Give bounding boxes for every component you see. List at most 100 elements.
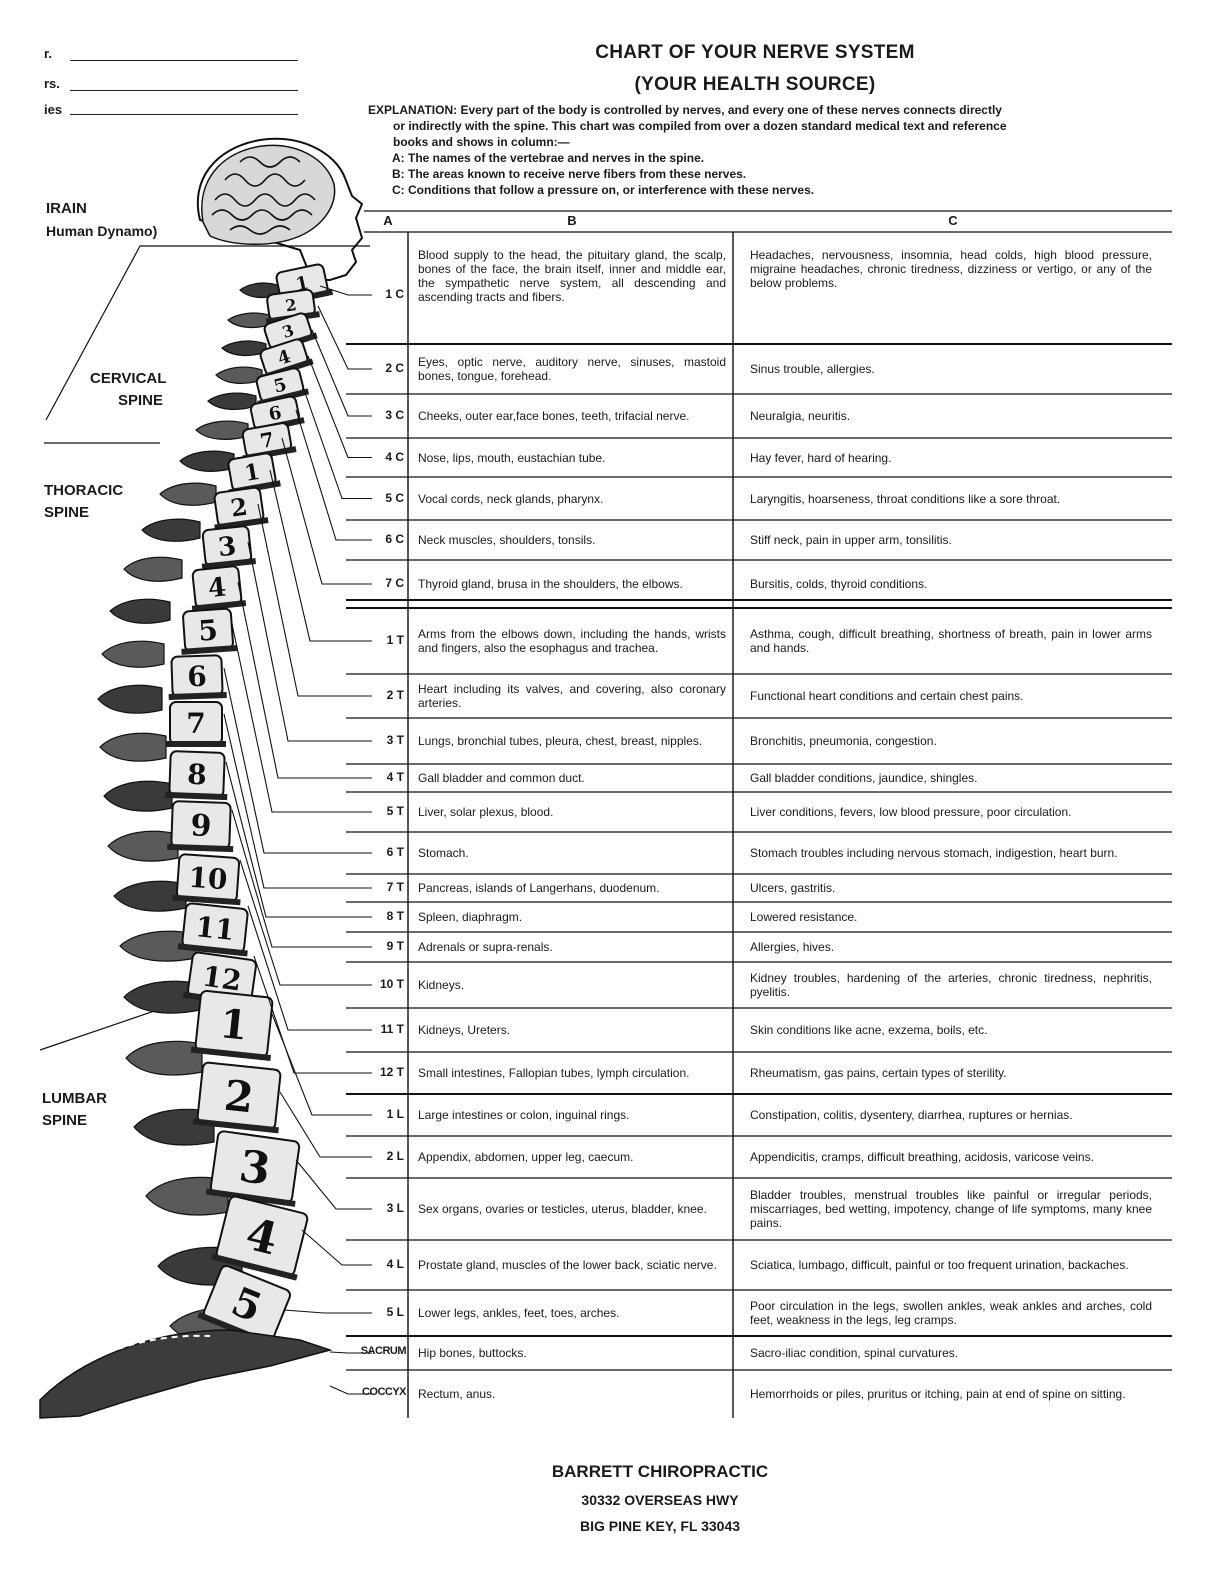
spinous-process xyxy=(207,392,257,411)
spinous-process xyxy=(141,518,201,542)
nerve-leader-line xyxy=(329,1351,372,1354)
vertebra-number: 7 xyxy=(186,707,205,740)
form-label-2: rs. xyxy=(44,76,60,91)
vertebra-disc xyxy=(165,791,228,801)
row-vertebra-7: 7 C xyxy=(385,576,404,590)
row-conditions-22: Bladder troubles, menstrual troubles lik… xyxy=(750,1188,1152,1230)
vertebra-disc xyxy=(167,843,234,853)
spinous-process xyxy=(103,780,173,812)
vertebra-number: 6 xyxy=(267,402,284,425)
row-conditions-16: Allergies, hives. xyxy=(750,940,835,954)
row-vertebra-1: 1 C xyxy=(385,287,404,301)
row-vertebra-18: 11 T xyxy=(380,1022,404,1036)
vertebra-disc xyxy=(190,1046,271,1062)
vertebra-number: 5 xyxy=(197,613,219,647)
vertebra-disc xyxy=(205,1188,296,1207)
nerve-leader-line xyxy=(317,305,372,370)
row-areas-26: Rectum, anus. xyxy=(418,1387,496,1401)
spinous-process xyxy=(109,598,171,624)
lumbar-spine-label: LUMBAR SPINE xyxy=(42,1090,107,1129)
row-vertebra-5: 5 C xyxy=(385,490,404,505)
spinous-process xyxy=(99,732,167,762)
vertebra-l1: 1 xyxy=(190,989,274,1062)
form-line-2[interactable] xyxy=(70,90,298,91)
row-areas-20: Large intestines or colon, inguinal ring… xyxy=(418,1108,630,1122)
row-conditions-3: Neuralgia, neuritis. xyxy=(750,409,851,423)
row-vertebra-2: 2 C xyxy=(385,361,404,375)
row-vertebra-3: 3 C xyxy=(385,408,404,422)
row-areas-9: Heart including its valves, and covering… xyxy=(418,682,726,710)
row-conditions-1: Headaches, nervousness, insomnia, head c… xyxy=(750,248,1152,290)
row-areas-11: Gall bladder and common duct. xyxy=(418,771,585,785)
row-vertebra-12: 5 T xyxy=(386,804,404,818)
row-vertebra-24: 5 L xyxy=(386,1305,404,1319)
row-areas-14: Pancreas, islands of Langerhans, duodenu… xyxy=(418,881,660,895)
form-line-1[interactable] xyxy=(70,60,298,61)
row-conditions-14: Ulcers, gastritis. xyxy=(750,881,836,895)
row-areas-16: Adrenals or supra-renals. xyxy=(418,940,553,954)
row-vertebra-26: COCCYX xyxy=(361,1386,407,1398)
spinous-process xyxy=(123,980,201,1014)
row-areas-21: Appendix, abdomen, upper leg, caecum. xyxy=(418,1150,634,1164)
page-subtitle: (YOUR HEALTH SOURCE) xyxy=(634,74,876,95)
row-conditions-12: Liver conditions, fevers, low blood pres… xyxy=(750,805,1072,819)
row-conditions-11: Gall bladder conditions, jaundice, shing… xyxy=(750,771,978,785)
row-areas-7: Thyroid gland, brusa in the shoulders, t… xyxy=(418,577,683,591)
brain-label: IRAIN Human Dynamo) xyxy=(46,200,158,239)
row-areas-5: Vocal cords, neck glands, pharynx. xyxy=(418,491,604,506)
row-vertebra-19: 12 T xyxy=(379,1065,404,1079)
nerve-leader-line xyxy=(225,761,372,918)
nerve-leader-line xyxy=(301,383,372,500)
vertebra-number: 3 xyxy=(236,1141,273,1196)
vertebra-number: 2 xyxy=(284,295,298,315)
vertebra-l2: 2 xyxy=(192,1061,282,1134)
row-vertebra-21: 2 L xyxy=(386,1149,404,1163)
form-line-3[interactable] xyxy=(70,114,298,115)
vertebra-t4: 4 xyxy=(191,565,247,612)
explanation-line-3: books and shows in column:— xyxy=(393,135,570,149)
vertebra-t7: 7 xyxy=(166,701,226,747)
nerve-leader-line xyxy=(281,437,372,585)
row-vertebra-23: 4 L xyxy=(386,1257,404,1271)
vertebra-number: 11 xyxy=(194,910,236,947)
row-vertebra-15: 8 T xyxy=(386,909,404,923)
explanation-line-2: or indirectly with the spine. This chart… xyxy=(393,119,1007,133)
vertebra-t5: 5 xyxy=(181,607,238,655)
row-areas-10: Lungs, bronchial tubes, pleura, chest, b… xyxy=(418,734,703,748)
row-conditions-13: Stomach troubles including nervous stoma… xyxy=(750,846,1118,860)
nerve-leader-line xyxy=(247,905,372,1031)
nerve-leader-line xyxy=(247,541,372,742)
explanation-c: C: Conditions that follow a pressure on,… xyxy=(392,183,815,197)
row-areas-4: Nose, lips, mouth, eustachian tube. xyxy=(418,450,606,465)
spinous-process xyxy=(125,1040,203,1076)
nerve-leader-line xyxy=(223,667,372,854)
row-vertebra-20: 1 L xyxy=(386,1107,404,1121)
nerve-leader-line xyxy=(271,1013,372,1116)
row-vertebra-16: 9 T xyxy=(386,939,404,953)
vertebra-disc xyxy=(177,943,248,957)
nerve-leader-line xyxy=(279,1091,372,1158)
footer-city: BIG PINE KEY, FL 33043 xyxy=(579,1518,741,1534)
vertebra-number: 2 xyxy=(229,492,250,523)
row-areas-24: Lower legs, ankles, feet, toes, arches. xyxy=(418,1306,620,1320)
row-vertebra-10: 3 T xyxy=(386,733,404,747)
row-conditions-7: Bursitis, colds, thyroid conditions. xyxy=(750,577,928,591)
vertebra-t8: 8 xyxy=(165,750,228,801)
nerve-leader-line xyxy=(295,1159,372,1210)
spinous-process xyxy=(113,880,187,912)
nerve-leader-line xyxy=(311,329,372,417)
spinous-process xyxy=(145,1176,229,1216)
form-label-1: r. xyxy=(44,46,52,61)
sacrum-shape xyxy=(39,1329,333,1419)
row-vertebra-14: 7 T xyxy=(386,880,404,894)
row-areas-12: Liver, solar plexus, blood. xyxy=(418,805,554,819)
vertebra-number: 6 xyxy=(187,660,208,694)
vertebra-disc xyxy=(210,1253,298,1281)
spinous-process xyxy=(107,830,179,862)
vertebra-number: 7 xyxy=(258,427,276,453)
footer-clinic-name: BARRETT CHIROPRACTIC xyxy=(551,1462,769,1481)
row-conditions-9: Functional heart conditions and certain … xyxy=(750,689,1024,703)
brain-illustration xyxy=(196,137,364,281)
spinous-process xyxy=(195,420,249,440)
